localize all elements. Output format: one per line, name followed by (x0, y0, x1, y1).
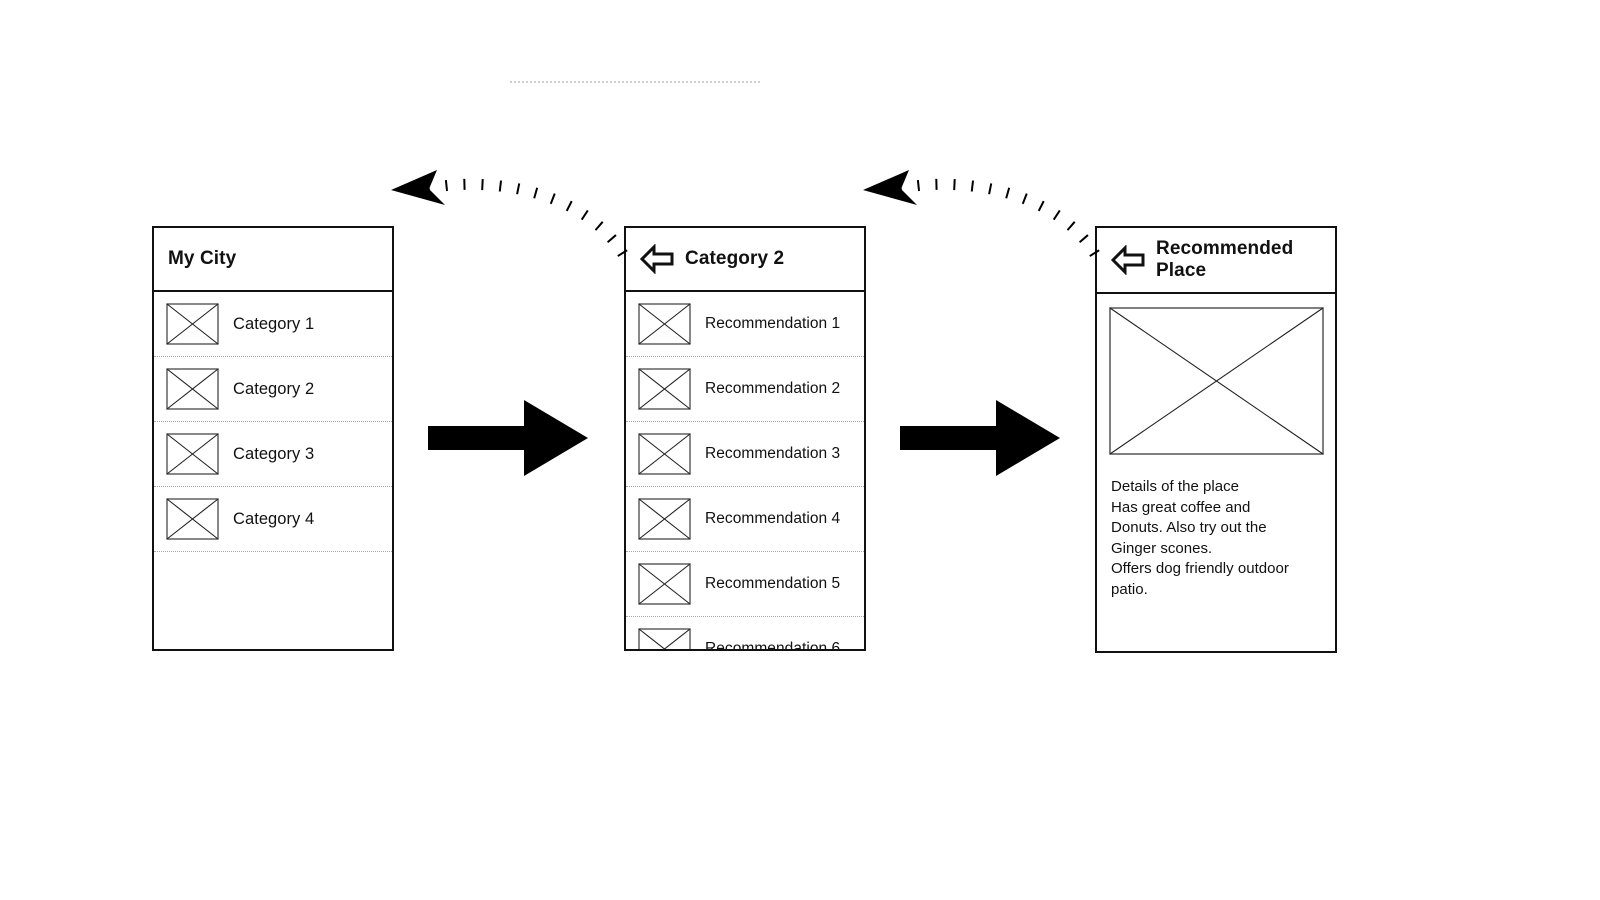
back-arrow-recommended-place-to-category-2 (863, 170, 1100, 257)
decorative-dotted-rule (510, 81, 760, 83)
list-item-label: Category 4 (233, 509, 315, 528)
screen-recommended-place: Recommended Place Details of the place H… (1095, 226, 1337, 653)
list-item-label: Recommendation 5 (705, 575, 841, 592)
list-item[interactable]: Recommendation 4 (626, 487, 864, 552)
list-item-label: Category 2 (233, 379, 315, 398)
placeholder-image-icon (638, 303, 691, 345)
placeholder-image-icon (638, 433, 691, 475)
list-item[interactable]: Category 2 (154, 357, 392, 422)
page-title: Category 2 (685, 247, 785, 269)
forward-arrow-category-2-to-recommended-place (900, 400, 1060, 476)
placeholder-image-icon (638, 628, 691, 649)
list-item-label: Recommendation 4 (705, 510, 841, 527)
list-item[interactable]: Category 3 (154, 422, 392, 487)
place-details-text: Details of the place Has great coffee an… (1111, 478, 1289, 598)
screen-header-my-city: My City (154, 228, 392, 292)
back-arrow-category-2-to-my-city (391, 170, 628, 257)
list-item-label: Recommendation 2 (705, 380, 841, 397)
list-item-label: Recommendation 1 (705, 315, 841, 332)
recommendation-list: Recommendation 1 Recommendation 2 Recomm… (626, 292, 864, 651)
list-item-label: Recommendation 6 (705, 640, 841, 651)
list-item[interactable]: Category 1 (154, 292, 392, 357)
list-item[interactable]: Recommendation 6 (626, 617, 864, 651)
page-title: My City (168, 247, 237, 269)
back-arrow-icon[interactable] (1111, 245, 1145, 275)
placeholder-image-hero-icon (1108, 307, 1324, 455)
list-item[interactable]: Recommendation 3 (626, 422, 864, 487)
screen-header-category-2: Category 2 (626, 228, 864, 292)
list-item-label: Category 3 (233, 444, 315, 463)
placeholder-image-icon (638, 498, 691, 540)
placeholder-image-icon (166, 498, 219, 540)
category-list: Category 1 Category 2 Category 3 (154, 292, 392, 552)
screen-my-city: My City Category 1 Category 2 (152, 226, 394, 651)
list-item[interactable]: Recommendation 1 (626, 292, 864, 357)
placeholder-image-icon (638, 563, 691, 605)
list-item-label: Category 1 (233, 314, 315, 333)
placeholder-image-icon (166, 433, 219, 475)
placeholder-image-icon (638, 368, 691, 410)
forward-arrow-my-city-to-category-2 (428, 400, 588, 476)
list-item[interactable]: Recommendation 2 (626, 357, 864, 422)
list-item[interactable]: Recommendation 5 (626, 552, 864, 617)
page-title: Recommended Place (1156, 237, 1294, 281)
list-item-label: Recommendation 3 (705, 445, 841, 462)
list-item[interactable]: Category 4 (154, 487, 392, 552)
screen-header-recommended-place: Recommended Place (1097, 228, 1335, 294)
back-arrow-icon[interactable] (640, 244, 674, 274)
placeholder-image-icon (166, 368, 219, 410)
screen-category-2: Category 2 Recommendation 1 Recommendati… (624, 226, 866, 651)
placeholder-image-icon (166, 303, 219, 345)
